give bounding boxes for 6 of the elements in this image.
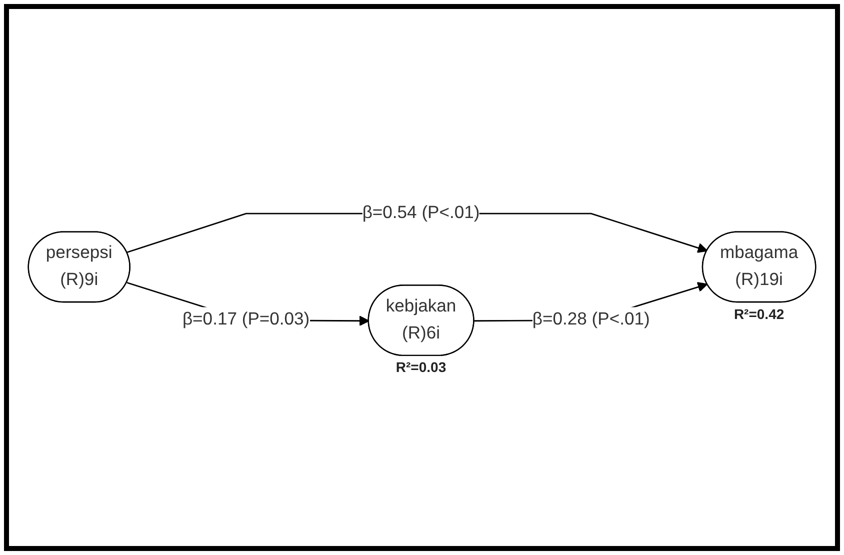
edge-label: β=0.54 (P<.01) [362,202,480,222]
r-squared-label: R²=0.42 [734,306,784,322]
edge-label: β=0.28 (P<.01) [532,309,650,329]
r-squared-label: R²=0.03 [396,359,446,375]
diagram-frame: β=0.54 (P<.01) β=0.17 (P=0.03) β=0.28 (P<.01) persepsi (R)9i mbagama (R)19i kebjakan (R)6i R²=0.42 R²=0.03 [4,4,840,551]
edge-label: β=0.17 (P=0.03) [182,309,310,329]
